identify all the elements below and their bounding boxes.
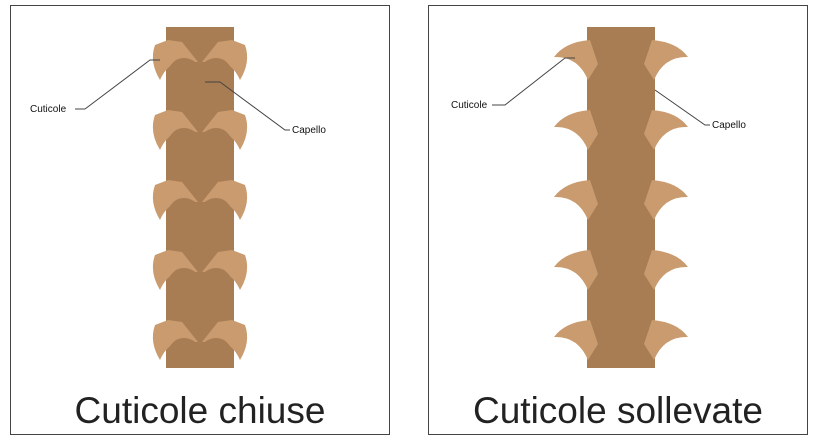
label-cuticle-right: Cuticole [451, 100, 488, 111]
title-raised: Cuticole sollevate [473, 390, 763, 431]
cuticle-scale [202, 110, 248, 150]
hair-shaft [587, 27, 655, 368]
leader-line [205, 81, 290, 131]
cuticle-scale [202, 180, 248, 220]
raised-cuticle [554, 320, 598, 360]
cuticle-scale [152, 180, 198, 220]
leader-line [654, 89, 710, 126]
raised-cuticle [644, 180, 688, 220]
cuticle-overlap [167, 58, 233, 88]
cuticle-scale [202, 320, 248, 360]
cuticle-scale [152, 250, 198, 290]
panel-closed-cuticles [10, 5, 390, 435]
raised-cuticle [554, 180, 598, 220]
raised-cuticle [644, 250, 688, 290]
cuticle-overlap [167, 338, 233, 368]
raised-cuticle [554, 110, 598, 150]
cuticle-scale [152, 320, 198, 360]
cuticle-overlap [167, 268, 233, 298]
cuticle-overlap [167, 128, 233, 158]
raised-cuticle [554, 250, 598, 290]
raised-cuticle [644, 40, 688, 80]
raised-cuticle [644, 320, 688, 360]
cuticle-scale [202, 40, 248, 80]
cuticle-overlap [167, 198, 233, 228]
leader-line [492, 57, 575, 106]
title-closed: Cuticole chiuse [74, 390, 326, 431]
label-hair-right: Capello [712, 120, 746, 131]
panel-raised-cuticles [428, 5, 808, 435]
cuticle-scale [202, 250, 248, 290]
raised-cuticle [644, 110, 688, 150]
label-hair-left: Capello [292, 125, 326, 136]
raised-cuticle [554, 40, 598, 80]
leader-line [84, 59, 160, 110]
cuticle-scale [152, 110, 198, 150]
cuticle-scale [152, 40, 198, 80]
label-cuticle-left: Cuticole [30, 104, 67, 115]
